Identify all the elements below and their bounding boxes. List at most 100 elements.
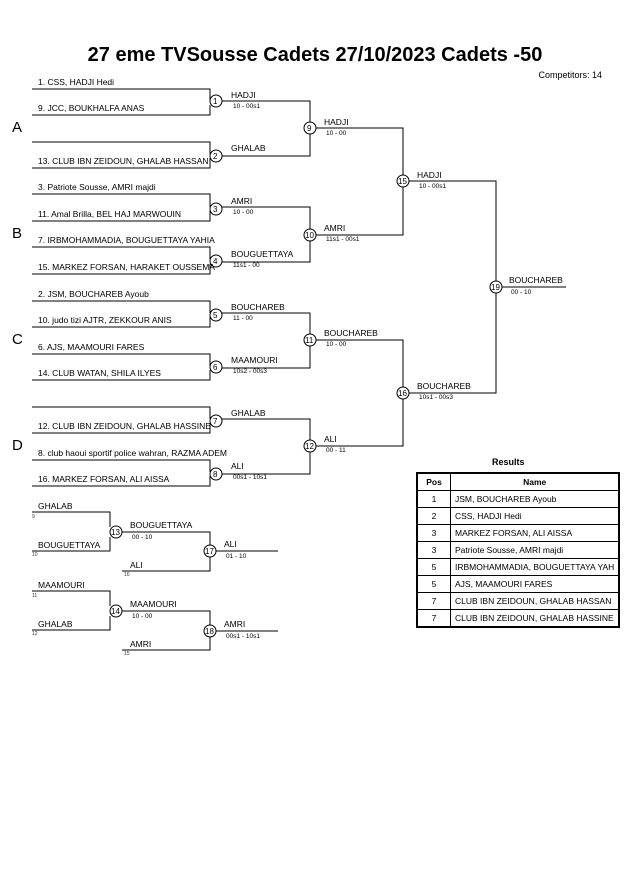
match-number: 2 bbox=[213, 152, 218, 161]
match-number: 12 bbox=[305, 442, 314, 451]
match-circle bbox=[109, 604, 123, 618]
match-number: 13 bbox=[111, 528, 120, 537]
pos-cell: 7 bbox=[416, 592, 451, 610]
competitors-count: Competitors: 14 bbox=[538, 70, 602, 80]
match-score: 00s1 - 10s1 bbox=[226, 633, 260, 640]
match-score: 10 - 00 bbox=[326, 130, 347, 137]
match-number: 11 bbox=[305, 336, 314, 345]
entry: 2. JSM, BOUCHAREB Ayoub bbox=[38, 289, 149, 299]
match-number: 1 bbox=[213, 97, 218, 106]
match-number: 10 bbox=[305, 231, 314, 240]
match-number: 15 bbox=[398, 177, 407, 186]
name-cell: CLUB IBN ZEIDOUN, GHALAB HASSAN bbox=[450, 592, 620, 610]
repechage-ref: 9 bbox=[32, 514, 35, 520]
match-winner: AMRI bbox=[224, 619, 246, 629]
entry: 12. CLUB IBN ZEIDOUN, GHALAB HASSINE bbox=[38, 421, 211, 431]
match-winner: HADJI bbox=[417, 170, 442, 180]
repechage-entry: MAAMOURI bbox=[38, 580, 85, 590]
entry: 11. Amal Brilla, BEL HAJ MARWOUIN bbox=[38, 209, 181, 219]
match-number: 18 bbox=[205, 627, 214, 636]
match-score: 10s2 - 00s3 bbox=[233, 368, 267, 375]
match-winner: ALI bbox=[231, 461, 244, 471]
match-score: 11s1 - 00 bbox=[233, 262, 260, 269]
name-cell: AJS, MAAMOURI FARES bbox=[450, 575, 620, 593]
match-winner: GHALAB bbox=[231, 143, 266, 153]
match-winner: BOUCHAREB bbox=[417, 381, 471, 391]
match-number: 19 bbox=[491, 283, 500, 292]
match-number: 16 bbox=[398, 389, 407, 398]
match-number: 4 bbox=[213, 257, 218, 266]
match-score: 10 - 00 bbox=[233, 209, 254, 216]
match-number: 9 bbox=[307, 124, 312, 133]
match-number: 14 bbox=[111, 607, 120, 616]
pool-label-a: A bbox=[12, 119, 23, 136]
pos-cell: 5 bbox=[416, 558, 451, 576]
name-cell: CSS, HADJI Hedi bbox=[450, 507, 620, 525]
match-circle bbox=[303, 439, 317, 453]
pos-cell: 3 bbox=[416, 541, 451, 559]
match-score: 10 - 00s1 bbox=[233, 103, 261, 110]
match-winner: AMRI bbox=[324, 223, 346, 233]
match-circle bbox=[303, 121, 317, 135]
page-title: 27 eme TVSousse Cadets 27/10/2023 Cadets… bbox=[87, 44, 543, 66]
match-winner: BOUGUETTAYA bbox=[130, 520, 193, 530]
entry: 10. judo tizi AJTR, ZEKKOUR ANIS bbox=[38, 315, 172, 325]
match-circle bbox=[203, 544, 217, 558]
repechage-entry: BOUGUETTAYA bbox=[38, 540, 101, 550]
match-circle bbox=[303, 333, 317, 347]
match-number: 5 bbox=[213, 311, 218, 320]
name-cell: IRBMOHAMMADIA, BOUGUETTAYA YAH bbox=[450, 558, 620, 576]
repechage-entry: AMRI bbox=[130, 639, 152, 649]
match-circle bbox=[209, 254, 223, 268]
pool-label-c: C bbox=[12, 331, 23, 348]
name-header: Name bbox=[450, 472, 620, 491]
pos-cell: 3 bbox=[416, 524, 451, 542]
match-number: 7 bbox=[213, 417, 218, 426]
match-score: 01 - 10 bbox=[226, 553, 247, 560]
final-winner: BOUCHAREB bbox=[509, 275, 563, 285]
pos-header: Pos bbox=[416, 472, 451, 491]
match-circle bbox=[209, 414, 223, 428]
match-circle bbox=[303, 228, 317, 242]
pos-cell: 7 bbox=[416, 609, 451, 628]
match-number: 3 bbox=[213, 205, 218, 214]
match-circle bbox=[396, 386, 410, 400]
match-score: 10 - 00 bbox=[326, 341, 347, 348]
pos-cell: 2 bbox=[416, 507, 451, 525]
match-circle bbox=[209, 149, 223, 163]
name-cell: CLUB IBN ZEIDOUN, GHALAB HASSINE bbox=[450, 609, 620, 628]
match-score: 10 - 00 bbox=[132, 613, 153, 620]
match-score: 00 - 11 bbox=[326, 447, 346, 454]
entry: 16. MARKEZ FORSAN, ALI AISSA bbox=[38, 474, 170, 484]
match-winner: ALI bbox=[224, 539, 237, 549]
results-title: Results bbox=[492, 457, 525, 467]
match-score: 10 - 00s1 bbox=[419, 183, 447, 190]
entry: 3. Patriote Sousse, AMRI majdi bbox=[38, 182, 156, 192]
match-circle bbox=[209, 94, 223, 108]
repechage-ref: 11 bbox=[32, 593, 38, 599]
name-cell: MARKEZ FORSAN, ALI AISSA bbox=[450, 524, 620, 542]
match-number: 6 bbox=[213, 363, 218, 372]
match-number: 17 bbox=[205, 547, 214, 556]
repechage-ref: 16 bbox=[124, 572, 130, 578]
match-winner: AMRI bbox=[231, 196, 253, 206]
match-winner: MAAMOURI bbox=[231, 355, 278, 365]
match-winner: MAAMOURI bbox=[130, 599, 177, 609]
repechage-ref: 12 bbox=[32, 631, 38, 637]
repechage-ref: 15 bbox=[124, 651, 130, 657]
repechage-entry: GHALAB bbox=[38, 619, 73, 629]
pos-cell: 5 bbox=[416, 575, 451, 593]
match-winner: GHALAB bbox=[231, 408, 266, 418]
match-score: 00 - 10 bbox=[132, 534, 153, 541]
match-circle bbox=[489, 280, 503, 294]
match-score: 10s1 - 00s3 bbox=[419, 394, 453, 401]
match-circle bbox=[209, 360, 223, 374]
match-winner: HADJI bbox=[324, 117, 349, 127]
entry: 6. AJS, MAAMOURI FARES bbox=[38, 342, 145, 352]
